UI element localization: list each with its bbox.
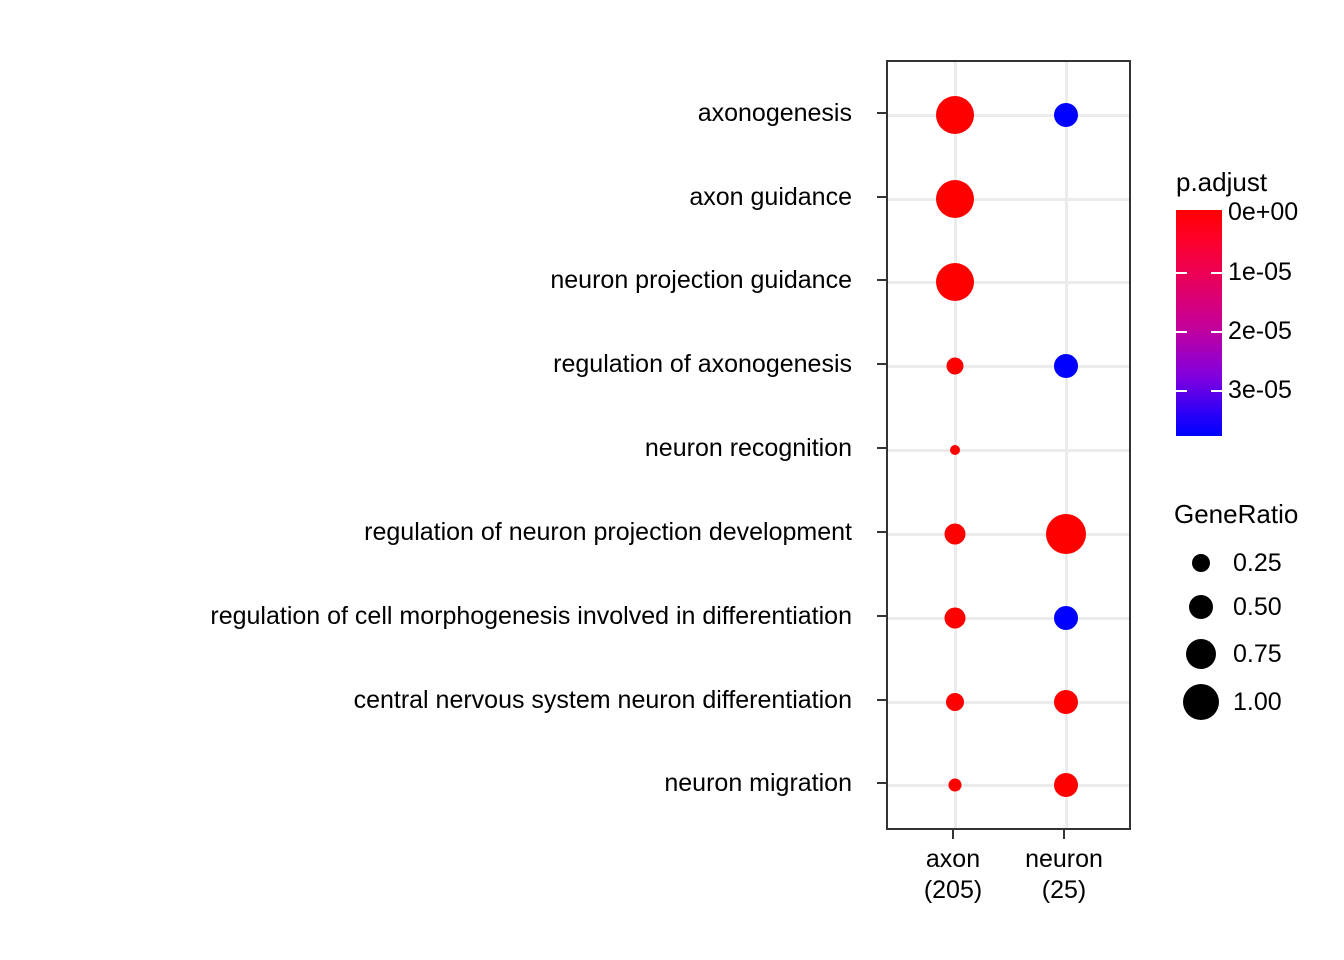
colorbar-tick: [1211, 272, 1222, 274]
legend-area: p.adjust GeneRatio 0e+00 1e-05 2e-05 3e-05 0…: [1170, 0, 1344, 960]
gridline-horizontal: [888, 365, 1129, 368]
colorbar-tick: [1211, 331, 1222, 333]
colorbar-tick-label: 0e+00: [1228, 198, 1299, 226]
legend-title-padjust: p.adjust: [1176, 167, 1268, 197]
gridline-horizontal: [888, 114, 1129, 117]
x-axis-label: neuron (25): [989, 844, 1139, 906]
gridline-vertical: [1065, 62, 1068, 828]
generatio-legend-dot: [1192, 554, 1210, 572]
y-axis-tick: [877, 279, 886, 281]
data-point: [1054, 690, 1078, 714]
y-axis-tick: [877, 363, 886, 365]
gridline-horizontal: [888, 784, 1129, 787]
colorbar-tick-label: 3e-05: [1228, 376, 1292, 404]
data-point: [948, 778, 962, 792]
generatio-legend-label: 0.75: [1233, 640, 1282, 668]
y-axis-tick: [877, 615, 886, 617]
y-axis-tick: [877, 782, 886, 784]
y-axis-label: neuron recognition: [644, 434, 852, 462]
data-point: [944, 523, 966, 545]
data-point: [946, 693, 964, 711]
y-axis-tick: [877, 531, 886, 533]
gridline-horizontal: [888, 701, 1129, 704]
data-point: [1046, 514, 1086, 554]
data-point: [1054, 773, 1078, 797]
data-point: [936, 263, 974, 301]
plot-panel: [886, 60, 1131, 830]
gridline-horizontal: [888, 533, 1129, 536]
generatio-legend-label: 0.25: [1233, 549, 1282, 577]
y-axis: axonogenesis axon guidance neuron projecti…: [210, 99, 886, 797]
data-point: [936, 96, 974, 134]
y-axis-label: neuron projection guidance: [550, 266, 852, 294]
y-axis-label: regulation of axonogenesis: [553, 350, 852, 378]
padjust-colorbar: [1176, 210, 1222, 436]
colorbar-tick-label: 1e-05: [1228, 258, 1292, 286]
generatio-legend-label: 1.00: [1233, 688, 1282, 716]
colorbar-tick: [1211, 390, 1222, 392]
y-axis-label: central nervous system neuron differenti…: [353, 686, 852, 714]
y-axis-label: axon guidance: [689, 183, 852, 211]
gridline-horizontal: [888, 281, 1129, 284]
generatio-legend-dot: [1189, 595, 1213, 619]
generatio-legend-dot: [1183, 684, 1219, 720]
data-point: [944, 607, 966, 629]
data-point: [950, 445, 960, 455]
generatio-legend-label: 0.50: [1233, 593, 1282, 621]
colorbar-tick-label: 2e-05: [1228, 317, 1292, 345]
y-axis-tick: [877, 447, 886, 449]
y-axis-label: regulation of neuron projection developm…: [364, 518, 852, 546]
y-axis-tick: [877, 196, 886, 198]
colorbar-tick: [1176, 272, 1187, 274]
generatio-legend-dot: [1186, 639, 1216, 669]
x-axis-label-count: (205): [923, 876, 983, 904]
x-axis-label-name: axon: [925, 845, 981, 873]
x-axis-tick: [1063, 830, 1065, 839]
x-axis-label: axon (205): [878, 844, 1028, 906]
y-axis-tick: [877, 112, 886, 114]
data-point: [1054, 103, 1078, 127]
y-axis-tick: [877, 699, 886, 701]
data-point: [1054, 354, 1078, 378]
data-point: [946, 357, 964, 375]
legend-title-generatio: GeneRatio: [1174, 499, 1299, 529]
colorbar-tick: [1176, 390, 1187, 392]
x-axis-label-name: neuron: [1025, 845, 1103, 873]
data-point: [936, 180, 974, 218]
x-axis-tick: [952, 830, 954, 839]
colorbar-tick: [1176, 331, 1187, 333]
data-point: [1054, 606, 1078, 630]
y-axis-label: regulation of cell morphogenesis involve…: [210, 602, 852, 630]
gridline-horizontal: [888, 198, 1129, 201]
gridline-horizontal: [888, 449, 1129, 452]
gridline-horizontal: [888, 617, 1129, 620]
y-axis-label: axonogenesis: [697, 99, 852, 127]
x-axis-label-count: (25): [1041, 876, 1087, 904]
y-axis-label: neuron migration: [664, 769, 852, 797]
